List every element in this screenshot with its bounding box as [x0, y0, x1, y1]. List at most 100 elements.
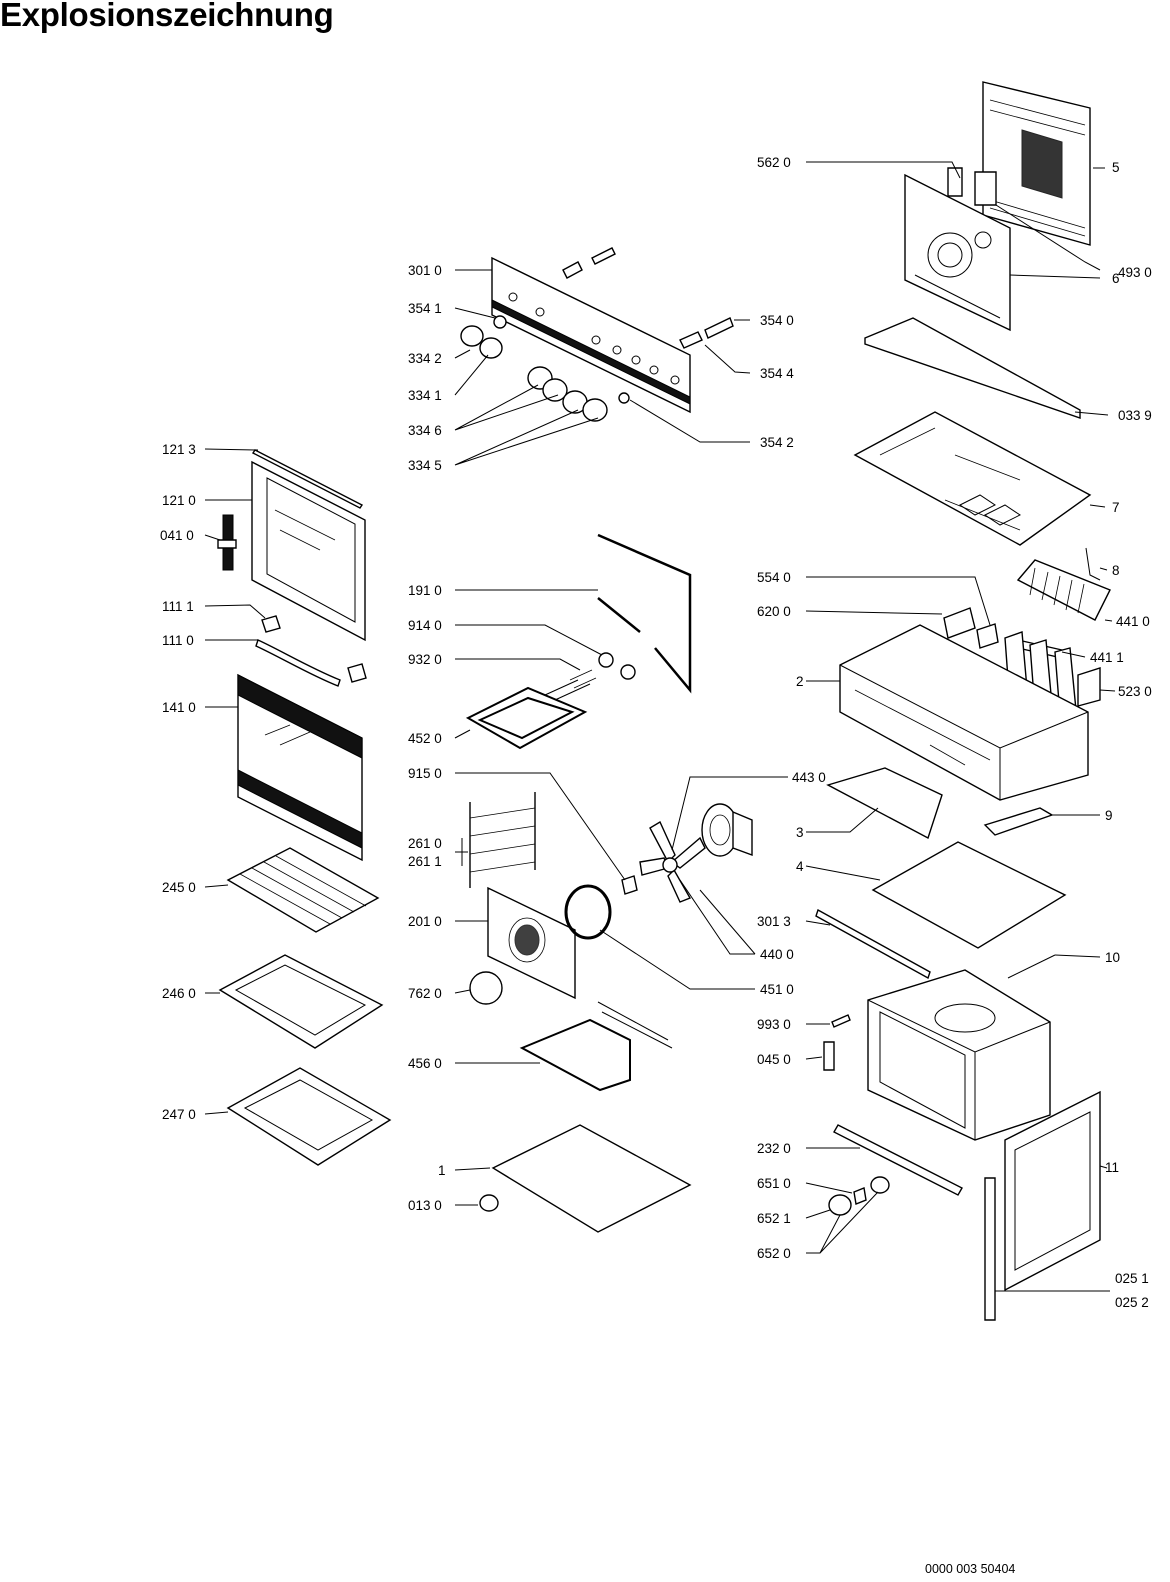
- label-301-3: 301 3: [757, 914, 791, 929]
- label-111-1: 111 1: [162, 599, 194, 614]
- label-523-0: 523 0: [1118, 684, 1152, 699]
- label-354-4: 354 4: [760, 366, 794, 381]
- label-245-0: 245 0: [162, 880, 196, 895]
- label-441-0: 441 0: [1116, 614, 1150, 629]
- label-993-0: 993 0: [757, 1017, 791, 1032]
- front-frame-part: [833, 1124, 963, 1196]
- oven-cavity-part: [867, 969, 1051, 1141]
- strip-9-part: [983, 807, 1054, 836]
- foot-part: [479, 1194, 499, 1212]
- label-932-0: 932 0: [408, 652, 442, 667]
- label-915-0: 915 0: [408, 766, 442, 781]
- screw-part: [831, 1014, 851, 1028]
- fan-cover-part: [487, 886, 576, 1000]
- label-301-0: 301 0: [408, 263, 442, 278]
- side-rail-part: [469, 792, 536, 888]
- label-013-0: 013 0: [408, 1198, 442, 1213]
- label-141-0: 141 0: [162, 700, 196, 715]
- label-441-1: 441 1: [1090, 650, 1124, 665]
- fastener-nuts-part: [569, 652, 636, 689]
- label-456-0: 456 0: [408, 1056, 442, 1071]
- cooling-fan-part: [1016, 547, 1111, 659]
- label-440-0: 440 0: [760, 947, 794, 962]
- label-354-0: 354 0: [760, 313, 794, 328]
- fan-blade-part: [639, 820, 706, 903]
- label-111-0: 111 0: [162, 633, 194, 648]
- part-drawings: [217, 81, 1111, 1321]
- cover-plate-part: [853, 411, 1092, 546]
- label-2: 2: [796, 674, 804, 689]
- label-191-0: 191 0: [408, 583, 442, 598]
- label-041-0: 041 0: [160, 528, 194, 543]
- label-554-0: 554 0: [757, 570, 791, 585]
- label-9: 9: [1105, 808, 1113, 823]
- label-246-0: 246 0: [162, 986, 196, 1001]
- label-762-0: 762 0: [408, 986, 442, 1001]
- door-frame-part: [251, 460, 366, 642]
- base-plate-part: [491, 1124, 692, 1233]
- label-025-2: 025 2: [1115, 1295, 1149, 1310]
- door-glass-part: [237, 673, 363, 862]
- rear-panel-part: [982, 81, 1091, 246]
- rail-part: [815, 908, 931, 980]
- electronics-housing-part: [839, 624, 1089, 801]
- control-pins-part: [493, 247, 734, 404]
- label-1: 1: [438, 1163, 446, 1178]
- label-025-1: 025 1: [1115, 1271, 1149, 1286]
- label-334-2: 334 2: [408, 351, 442, 366]
- label-493-0: 493 0: [1118, 265, 1152, 280]
- label-334-6: 334 6: [408, 423, 442, 438]
- deep-tray-part: [226, 1067, 392, 1166]
- oven-lamp-part: [828, 1176, 890, 1216]
- label-232-0: 232 0: [757, 1141, 791, 1156]
- label-451-0: 451 0: [760, 982, 794, 997]
- label-6: 6: [1112, 271, 1120, 286]
- bottom-heating-element-part: [519, 1001, 673, 1092]
- label-651-0: 651 0: [757, 1176, 791, 1191]
- label-261-1: 261 1: [408, 854, 442, 869]
- label-247-0: 247 0: [162, 1107, 196, 1122]
- oven-gasket-part: [597, 533, 692, 694]
- label-121-3: 121 3: [162, 442, 196, 457]
- fan-motor-part: [701, 803, 753, 857]
- label-452-0: 452 0: [408, 731, 442, 746]
- label-8: 8: [1112, 563, 1120, 578]
- label-914-0: 914 0: [408, 618, 442, 633]
- mounting-plate-part: [904, 173, 1011, 332]
- page-title: Explosionszeichnung: [0, 0, 334, 33]
- label-3: 3: [796, 825, 804, 840]
- label-033-9: 033 9: [1118, 408, 1152, 423]
- label-045-0: 045 0: [757, 1052, 791, 1067]
- leader-lines: [204, 161, 1116, 1292]
- shelf-4-part: [871, 841, 1067, 949]
- baking-tray-part: [218, 954, 384, 1049]
- side-panel-part: [1004, 1090, 1101, 1292]
- grill-heating-element-part: [465, 679, 591, 750]
- relay-part: [947, 167, 997, 206]
- fan-nut-part: [621, 875, 638, 895]
- rod-10-part: [1007, 954, 1056, 979]
- label-4: 4: [796, 859, 804, 874]
- label-620-0: 620 0: [757, 604, 791, 619]
- label-652-0: 652 0: [757, 1246, 791, 1261]
- ring-heater-part: [564, 884, 612, 940]
- insulation-strip-part: [864, 317, 1081, 419]
- label-443-0: 443 0: [792, 770, 826, 785]
- label-11: 11: [1105, 1160, 1119, 1175]
- label-562-0: 562 0: [757, 155, 791, 170]
- label-354-1: 354 1: [408, 301, 442, 316]
- document-number: 0000 003 50404: [925, 1562, 1016, 1576]
- label-652-1: 652 1: [757, 1211, 791, 1226]
- label-121-0: 121 0: [162, 493, 196, 508]
- shelf-3-part: [826, 767, 943, 840]
- label-7: 7: [1112, 500, 1120, 515]
- label-334-1: 334 1: [408, 388, 442, 403]
- door-handle-part: [255, 615, 367, 687]
- label-10: 10: [1105, 950, 1120, 965]
- clip-part: [823, 1041, 835, 1071]
- hinge-part: [217, 514, 237, 571]
- door-seal-part: [251, 449, 364, 509]
- control-panel-part: [491, 256, 691, 414]
- control-knobs-part: [460, 325, 608, 422]
